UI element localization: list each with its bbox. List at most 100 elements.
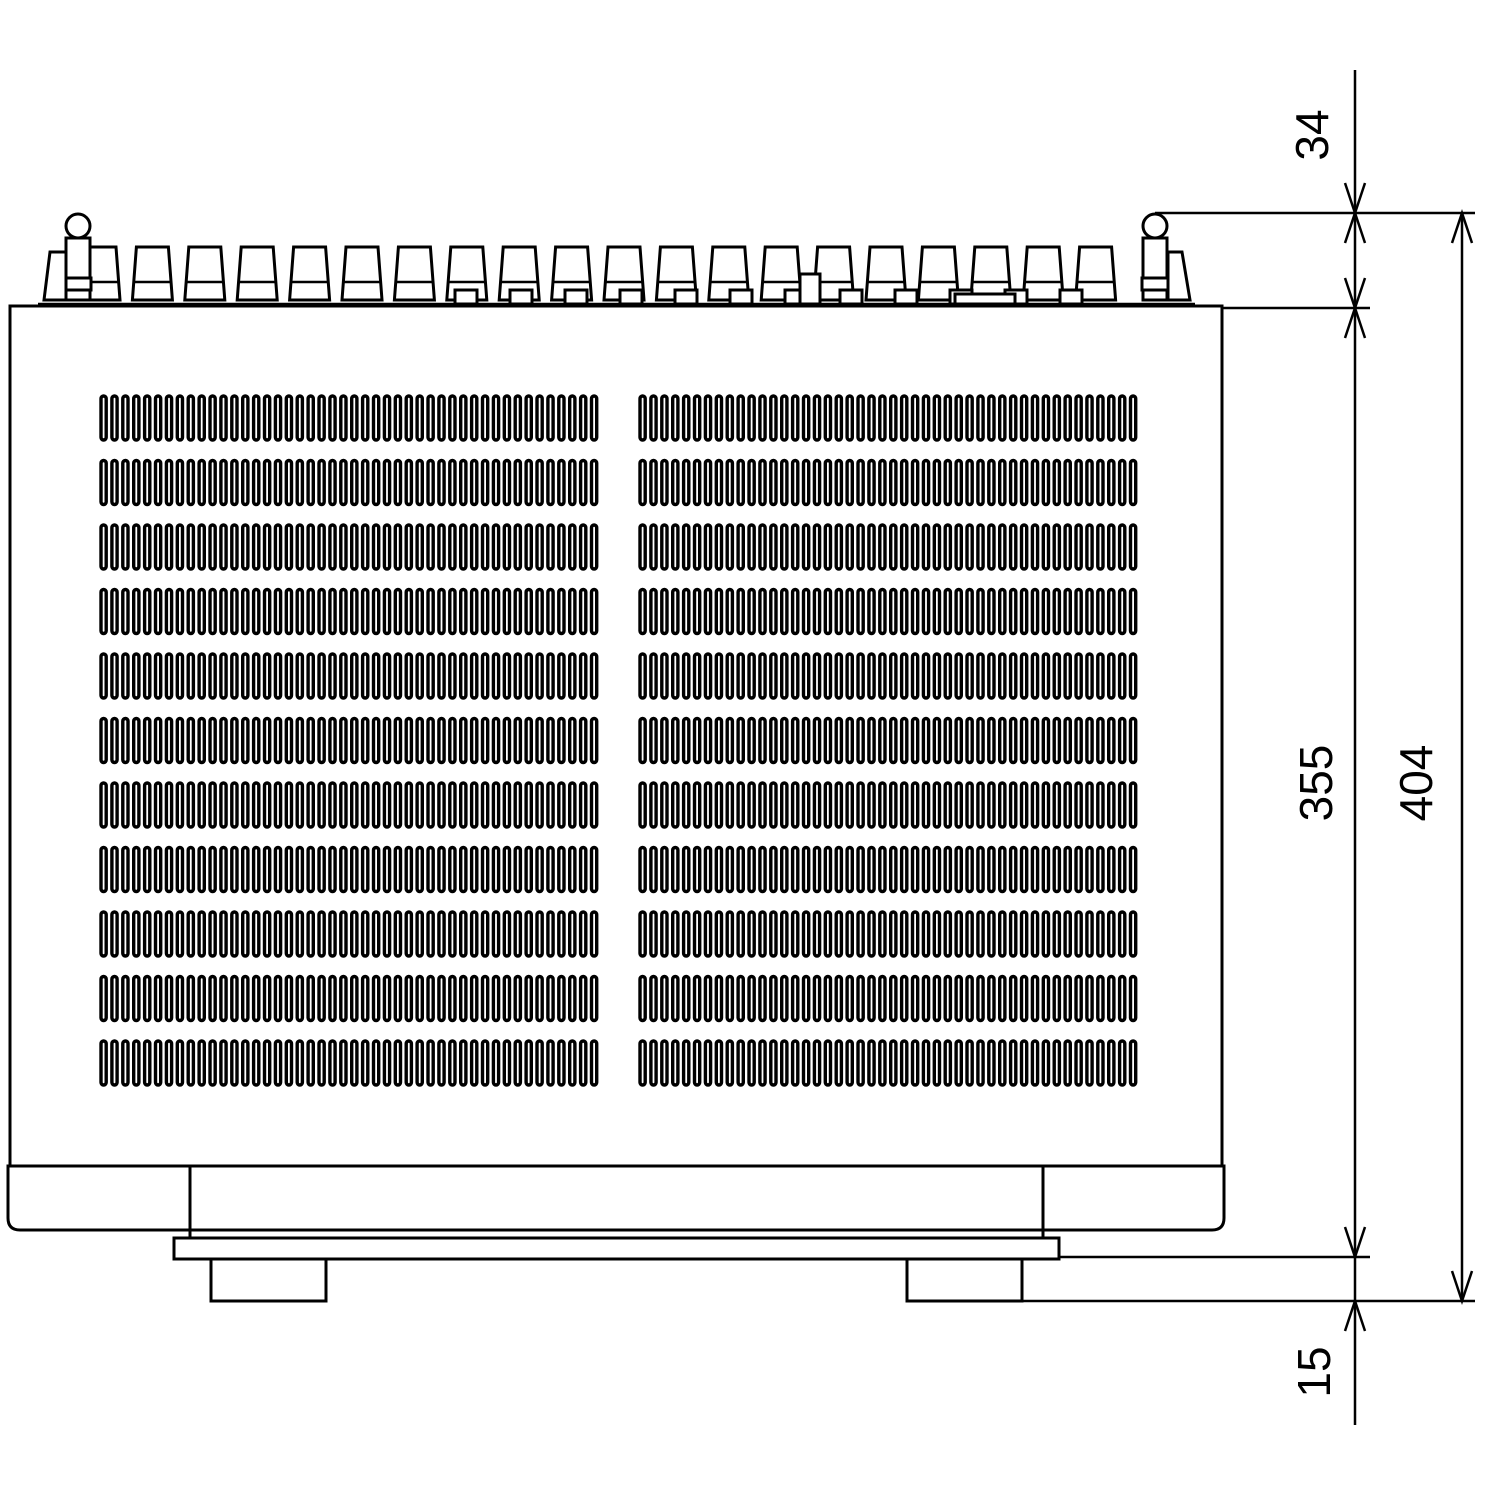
vent-slot (899, 394, 909, 442)
vent-slot (769, 716, 778, 765)
vent-slot (1085, 523, 1094, 571)
vent-slot (557, 974, 566, 1023)
vent-slot (131, 587, 141, 636)
vent-slot (197, 587, 207, 636)
vent-slot (1063, 910, 1072, 958)
vent-slot (164, 910, 174, 958)
vent-slot (371, 652, 381, 700)
vent-slot (747, 974, 756, 1023)
vent-slot (131, 781, 141, 829)
vent-slot (382, 1039, 392, 1087)
vent-slot (1117, 458, 1127, 507)
vent-slot (921, 458, 931, 507)
vent-slot (899, 910, 909, 958)
vent-slot (317, 652, 326, 700)
vent-slot (208, 845, 217, 894)
vent-slot (671, 458, 680, 507)
vent-slot (415, 523, 425, 571)
vent-slot (1096, 458, 1105, 507)
vent-slot (568, 910, 577, 958)
vent-slot (910, 910, 920, 958)
vent-slot (502, 974, 512, 1023)
vent-slot (714, 1039, 724, 1087)
vent-slot (1074, 845, 1083, 894)
vent-slot (747, 845, 756, 894)
vent-slot (382, 781, 392, 829)
vent-slot (1085, 781, 1094, 829)
vent-slot (448, 781, 457, 829)
vent-slot (932, 587, 942, 636)
vent-slot (175, 394, 185, 442)
vent-slot (121, 845, 130, 894)
vent-slot (208, 394, 217, 442)
vent-slot (660, 1039, 669, 1087)
vent-slot (965, 716, 974, 765)
vent-slot (437, 394, 446, 442)
vent-slot (812, 1039, 822, 1087)
vent-slot (546, 781, 555, 829)
vent-slot (513, 974, 523, 1023)
vent-slot (197, 910, 207, 958)
vent-slot (845, 394, 854, 442)
vent-slot (681, 716, 691, 765)
vent-slot (589, 587, 599, 636)
vent-slot (393, 845, 403, 894)
vent-slot (164, 974, 174, 1023)
vent-slot (371, 1039, 381, 1087)
dimension-annotations: 34 355 404 15 (1022, 70, 1475, 1425)
vent-slot (1030, 587, 1040, 636)
vent-slot (295, 587, 305, 636)
vent-slot (393, 394, 403, 442)
vent-slot (415, 716, 425, 765)
vent-slot (284, 1039, 294, 1087)
vent-slot (262, 394, 272, 442)
vent-slot (790, 458, 800, 507)
vent-slot (780, 716, 789, 765)
vent-slot (681, 652, 691, 700)
vent-slot (801, 523, 811, 571)
vent-slot (1085, 845, 1094, 894)
vent-slot (230, 845, 239, 894)
vent-slot (758, 523, 767, 571)
vent-slot (350, 652, 359, 700)
vent-slot (1085, 716, 1094, 765)
vent-slot (426, 587, 435, 636)
vent-slot (758, 781, 767, 829)
vent-slot (360, 716, 370, 765)
binding-post (445, 245, 489, 302)
vent-slot (578, 587, 588, 636)
vent-slot (164, 781, 174, 829)
vent-slot (110, 652, 119, 700)
vent-slot (1019, 1039, 1029, 1087)
vent-slot (393, 974, 403, 1023)
vent-slot (121, 652, 130, 700)
vent-slot (1063, 652, 1072, 700)
vent-slot (954, 523, 963, 571)
vent-slot (867, 781, 876, 829)
vent-slot (208, 974, 217, 1023)
vent-slot (790, 587, 800, 636)
vent-slot (153, 458, 163, 507)
vent-slot (535, 781, 544, 829)
vent-slot (339, 974, 348, 1023)
vent-slot (230, 458, 239, 507)
vent-slot (1041, 974, 1051, 1023)
vent-slot (393, 910, 403, 958)
vent-slot (186, 587, 196, 636)
vent-slot (131, 652, 141, 700)
vent-slot (1008, 845, 1018, 894)
vent-slot (823, 394, 833, 442)
vent-slot (736, 910, 745, 958)
vent-slot (954, 587, 963, 636)
vent-slot (230, 523, 239, 571)
vent-slot (1063, 1039, 1072, 1087)
vent-slot (121, 974, 130, 1023)
vent-slot (197, 652, 207, 700)
vent-slot (546, 652, 555, 700)
vent-slot (1106, 1039, 1116, 1087)
vent-slot (153, 845, 163, 894)
vent-slot (998, 1039, 1007, 1087)
vent-slot (469, 716, 479, 765)
vent-slot (262, 716, 272, 765)
vent-slot (251, 716, 261, 765)
